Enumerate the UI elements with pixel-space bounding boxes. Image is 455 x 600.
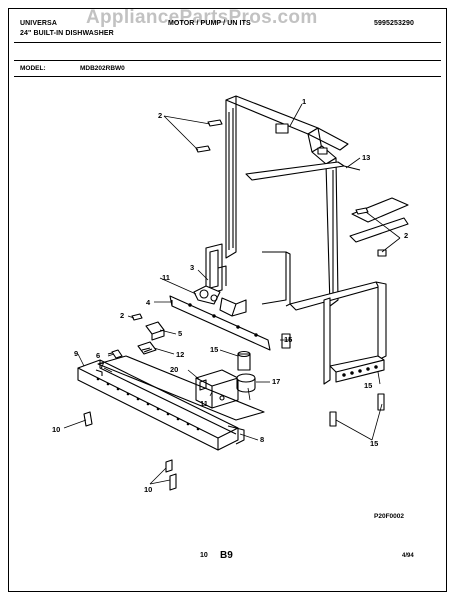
callout-15-bottom: 15: [370, 439, 378, 448]
watermark: AppliancePartsPros.com: [86, 7, 318, 28]
callout-2-left: 2: [120, 311, 124, 320]
callout-15-right: 15: [364, 381, 372, 390]
screws: [83, 119, 387, 491]
leader-lines: [63, 103, 401, 485]
model-label: MODEL:: [20, 65, 46, 72]
side-rail: [245, 161, 409, 243]
product-label: 24" BUILT-IN DISHWASHER: [20, 30, 114, 37]
cup-fitting: [236, 350, 256, 393]
callout-1: 1: [302, 97, 306, 106]
revision-date: 4/94: [402, 553, 414, 559]
callout-11-block: 11: [200, 399, 208, 408]
callout-5: 5: [178, 329, 182, 338]
callout-7: 7: [100, 361, 104, 370]
section-title: MOTOR / PUMP / UN ITS: [168, 20, 251, 27]
callout-11-top: 11: [162, 273, 170, 282]
callout-9: 9: [74, 349, 78, 358]
page-border: [8, 8, 447, 592]
callout-12: 12: [176, 350, 184, 359]
model-number: MDB202RBW0: [80, 65, 125, 72]
model-rule-bottom: [14, 76, 441, 77]
callout-2-right: 2: [404, 231, 408, 240]
page-number: 10: [200, 552, 208, 559]
section-code: B9: [220, 550, 233, 561]
drawing-code: P20F0002: [374, 513, 404, 520]
callout-labels: 1 2 2 2 3 4 5 6 7 8 9 10 10 11 11 12 13 …: [52, 97, 408, 494]
callout-15-mid: 15: [210, 345, 218, 354]
frame-upper: [225, 95, 349, 307]
lower-panel: [77, 355, 265, 451]
bracket: [205, 243, 227, 295]
callout-15-bolt: 15: [284, 335, 292, 344]
callout-4: 4: [146, 298, 151, 307]
part-number: 5995253290: [374, 20, 414, 27]
callout-6: 6: [96, 351, 100, 360]
callout-13: 13: [362, 153, 370, 162]
model-rule-top: [14, 60, 441, 61]
control-bar: [169, 285, 271, 351]
brand-label: UNIVERSA: [20, 20, 57, 27]
callout-20: 20: [170, 365, 178, 374]
header-rule: [14, 42, 441, 43]
callout-3: 3: [190, 263, 194, 272]
frame-lower: [261, 251, 387, 385]
callout-17: 17: [272, 377, 280, 386]
callout-8: 8: [260, 435, 264, 444]
callout-10-bottom: 10: [144, 485, 152, 494]
callout-10-left: 10: [52, 425, 60, 434]
callout-2-top: 2: [158, 111, 162, 120]
switch-parts: [107, 321, 165, 359]
